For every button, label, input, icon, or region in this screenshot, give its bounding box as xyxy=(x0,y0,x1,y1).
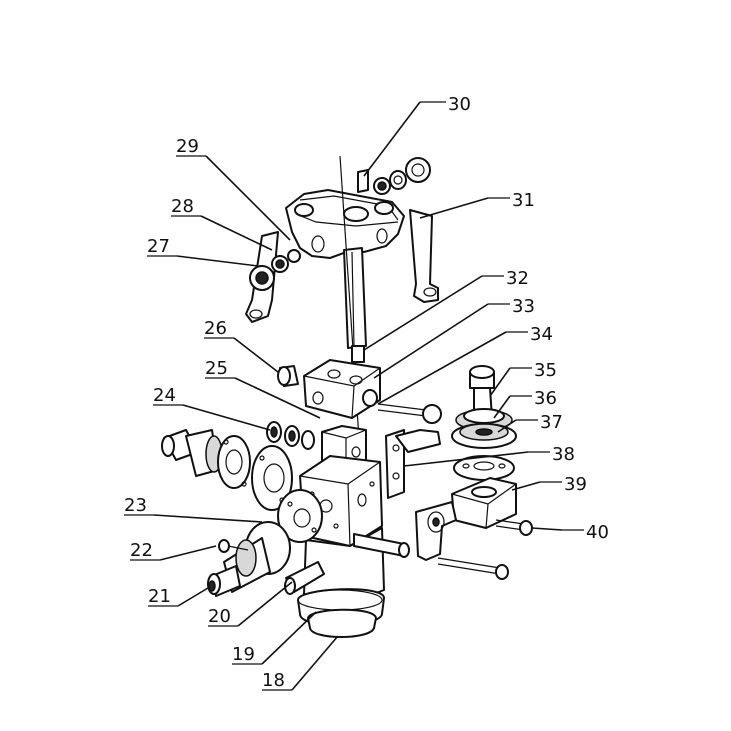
callout-leader-line xyxy=(233,337,279,373)
callout-31: 31 xyxy=(419,190,535,219)
flange-plate-upper xyxy=(251,445,293,511)
pin-20-part xyxy=(284,561,325,595)
callout-number: 38 xyxy=(552,444,575,465)
callout-leader-line xyxy=(234,377,321,419)
top-yoke-part xyxy=(245,189,439,349)
callout-29: 29 xyxy=(176,136,291,241)
lower-right-bracket xyxy=(415,501,457,561)
bracket-block-33 xyxy=(303,359,381,419)
callout-number: 23 xyxy=(124,495,147,516)
callout-34: 34 xyxy=(377,324,553,405)
callout-number: 34 xyxy=(530,324,553,345)
callout-27: 27 xyxy=(147,236,259,267)
callout-number: 18 xyxy=(262,670,285,691)
callout-number: 33 xyxy=(512,296,535,317)
callout-leader-line xyxy=(489,367,511,397)
callout-number: 29 xyxy=(176,136,199,157)
callout-number: 25 xyxy=(205,358,228,379)
callout-leader-line xyxy=(373,303,489,379)
callout-21: 21 xyxy=(148,586,209,607)
washer-38-part xyxy=(453,455,515,481)
callout-number: 40 xyxy=(586,522,609,543)
lower-left-motor-assembly xyxy=(207,521,291,597)
callout-25: 25 xyxy=(205,358,321,419)
callout-22: 22 xyxy=(130,540,217,561)
callout-leader-line xyxy=(493,395,511,419)
callout-30: 30 xyxy=(363,94,471,177)
callout-number: 20 xyxy=(208,606,231,627)
housing-39-part xyxy=(451,477,517,529)
callout-19: 19 xyxy=(232,611,317,665)
callout-number: 28 xyxy=(171,196,194,217)
top-bearing-set xyxy=(373,157,431,195)
callout-number: 32 xyxy=(506,268,529,289)
gear-37-part xyxy=(451,423,517,449)
callout-leader-line xyxy=(363,101,421,177)
callout-leader-line xyxy=(403,451,529,467)
callout-leader-line xyxy=(511,481,541,491)
callout-26: 26 xyxy=(204,318,279,373)
bolt-40-part xyxy=(495,519,533,536)
callout-leader-line xyxy=(182,404,271,431)
callout-35: 35 xyxy=(489,360,557,397)
left-bearing-set xyxy=(249,249,301,291)
pin-32-part xyxy=(351,345,365,363)
bearing-24-set xyxy=(266,421,315,450)
callout-leader-line xyxy=(419,197,489,219)
bolt-22-part xyxy=(218,539,249,553)
callout-33: 33 xyxy=(373,296,535,379)
callout-18: 18 xyxy=(262,635,339,691)
callout-leader-line xyxy=(159,545,217,561)
side-bracket-plate xyxy=(385,429,441,499)
callout-leader-line xyxy=(261,611,317,665)
callout-leader-line xyxy=(531,527,563,531)
bolt-26-part xyxy=(277,365,299,387)
callout-number: 27 xyxy=(147,236,170,257)
callout-number: 22 xyxy=(130,540,153,561)
callout-39: 39 xyxy=(511,474,587,495)
lower-bolt-part xyxy=(437,557,509,580)
callout-28: 28 xyxy=(171,196,273,251)
flange-23-part xyxy=(277,489,323,543)
callout-number: 30 xyxy=(448,94,471,115)
callout-number: 39 xyxy=(564,474,587,495)
callout-38: 38 xyxy=(403,444,575,467)
upper-left-shaft-assembly xyxy=(161,429,251,489)
bolt-34-part xyxy=(377,403,442,424)
callout-37: 37 xyxy=(497,412,563,433)
callout-number: 37 xyxy=(540,412,563,433)
callout-leader-line xyxy=(176,255,259,267)
body-pin-part xyxy=(353,533,410,558)
callout-leader-line xyxy=(177,587,209,607)
callout-32: 32 xyxy=(363,268,529,351)
callout-24: 24 xyxy=(153,385,271,431)
callout-leader-line xyxy=(291,635,339,691)
callout-number: 36 xyxy=(534,388,557,409)
callout-leader-line xyxy=(497,419,517,433)
callout-leader-line xyxy=(153,514,263,523)
callout-number: 35 xyxy=(534,360,557,381)
callout-number: 24 xyxy=(153,385,176,406)
callout-leader-line xyxy=(237,581,293,627)
callout-20: 20 xyxy=(208,581,293,627)
callout-leader-line xyxy=(200,215,273,251)
callout-40: 40 xyxy=(531,522,609,543)
callout-36: 36 xyxy=(493,388,557,419)
pin-30-part xyxy=(357,169,369,193)
callout-number: 19 xyxy=(232,644,255,665)
callout-leader-line xyxy=(205,155,291,241)
callout-number: 31 xyxy=(512,190,535,211)
callout-23: 23 xyxy=(124,495,263,523)
callout-leader-line xyxy=(363,275,483,351)
callout-number: 26 xyxy=(204,318,227,339)
callout-number: 21 xyxy=(148,586,171,607)
callout-leader-line xyxy=(377,331,507,405)
